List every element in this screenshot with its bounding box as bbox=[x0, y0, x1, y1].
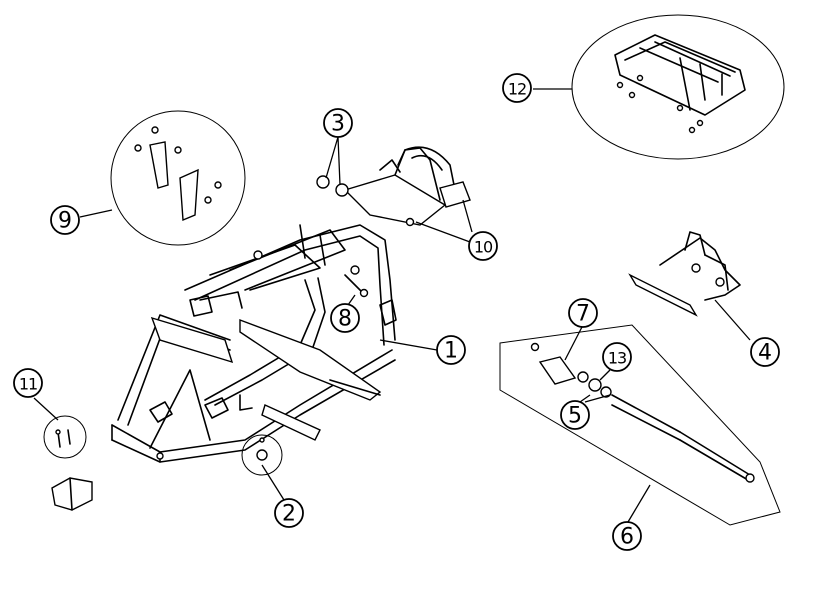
callout-10: 10 bbox=[468, 231, 498, 261]
callout-8-label: 8 bbox=[338, 307, 352, 332]
callout-8: 8 bbox=[330, 303, 360, 333]
callout-10-label: 10 bbox=[474, 238, 493, 257]
part-4-swing-arm bbox=[628, 231, 741, 317]
callout-9: 9 bbox=[50, 205, 80, 235]
main-frame bbox=[111, 146, 471, 463]
callout-6: 6 bbox=[612, 521, 642, 551]
part-8-bolt bbox=[344, 274, 369, 298]
callout-4: 4 bbox=[750, 337, 780, 367]
callout-1-label: 1 bbox=[444, 339, 458, 364]
callout-13-label: 13 bbox=[608, 349, 626, 368]
part-12-rack-detail bbox=[571, 14, 785, 160]
callout-3: 3 bbox=[323, 108, 353, 138]
callout-2: 2 bbox=[274, 498, 304, 528]
callout-12-label: 12 bbox=[508, 80, 526, 99]
callout-7: 7 bbox=[568, 298, 598, 328]
callout-3-label: 3 bbox=[331, 112, 345, 137]
callout-5: 5 bbox=[560, 400, 590, 430]
part-9-detail-circle bbox=[110, 110, 246, 246]
callout-1: 1 bbox=[436, 335, 466, 365]
leader-lines bbox=[33, 88, 751, 523]
callout-5-label: 5 bbox=[568, 404, 582, 429]
part-11-detail bbox=[43, 415, 93, 511]
callout-11-label: 11 bbox=[19, 375, 37, 394]
part-2-detail-circle bbox=[241, 434, 283, 476]
callout-4-label: 4 bbox=[758, 341, 772, 366]
callout-9-label: 9 bbox=[58, 209, 72, 234]
part-6-axle-panel bbox=[499, 324, 781, 526]
callout-6-label: 6 bbox=[620, 525, 634, 550]
callout-13: 13 bbox=[602, 342, 632, 372]
part-3-nuts bbox=[316, 175, 349, 197]
callout-12: 12 bbox=[502, 73, 532, 103]
callout-2-label: 2 bbox=[282, 502, 296, 527]
callout-11: 11 bbox=[13, 368, 43, 398]
callout-7-label: 7 bbox=[576, 302, 590, 327]
part-10-bolts bbox=[405, 217, 415, 227]
